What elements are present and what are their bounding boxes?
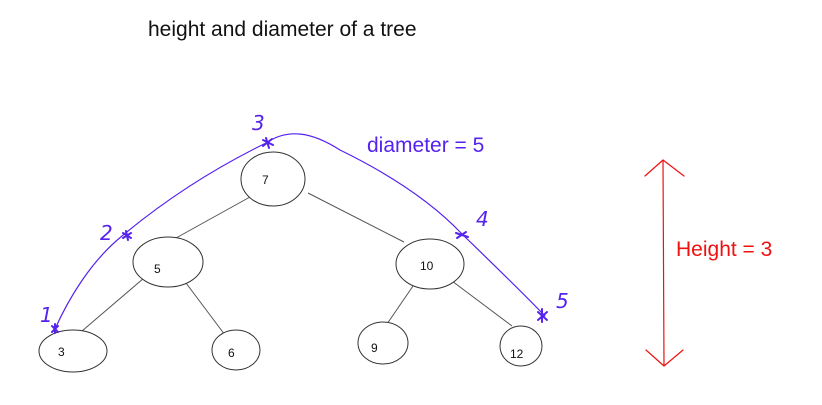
node-label: 3: [58, 345, 65, 359]
edge-10-9: [386, 285, 414, 325]
path-number-5: 5: [556, 289, 569, 313]
path-number-2: 2: [100, 221, 113, 245]
edge-10-12: [451, 280, 513, 327]
diameter-label: diameter = 5: [367, 134, 484, 157]
tree-node-7: 7: [240, 151, 306, 207]
edge-5-3: [81, 277, 145, 332]
height-label: Height = 3: [676, 238, 772, 261]
edge-7-10: [307, 192, 405, 243]
tree-node-10: 10: [395, 238, 465, 290]
tree-node-3: 3: [38, 329, 108, 373]
path-number-1: 1: [40, 303, 53, 327]
edge-7-5: [175, 196, 251, 239]
node-label: 6: [228, 346, 235, 360]
height-arrow: [644, 159, 685, 367]
node-label: 12: [510, 347, 524, 361]
diagram-title: height and diameter of a tree: [148, 18, 417, 41]
edge-5-6: [185, 282, 226, 336]
tree-node-6: 6: [211, 329, 261, 371]
node-label: 5: [154, 262, 161, 276]
tree-edges: [81, 192, 513, 336]
diameter-path: 1 2 3 4 5: [40, 111, 569, 334]
node-label: 9: [371, 341, 378, 355]
tree-node-12: 12: [499, 325, 543, 367]
path-number-3: 3: [252, 111, 265, 135]
node-label: 10: [420, 259, 434, 273]
node-label: 7: [262, 173, 269, 187]
tree-node-9: 9: [357, 321, 409, 365]
path-number-4: 4: [476, 207, 489, 231]
tree-node-5: 5: [132, 236, 204, 288]
